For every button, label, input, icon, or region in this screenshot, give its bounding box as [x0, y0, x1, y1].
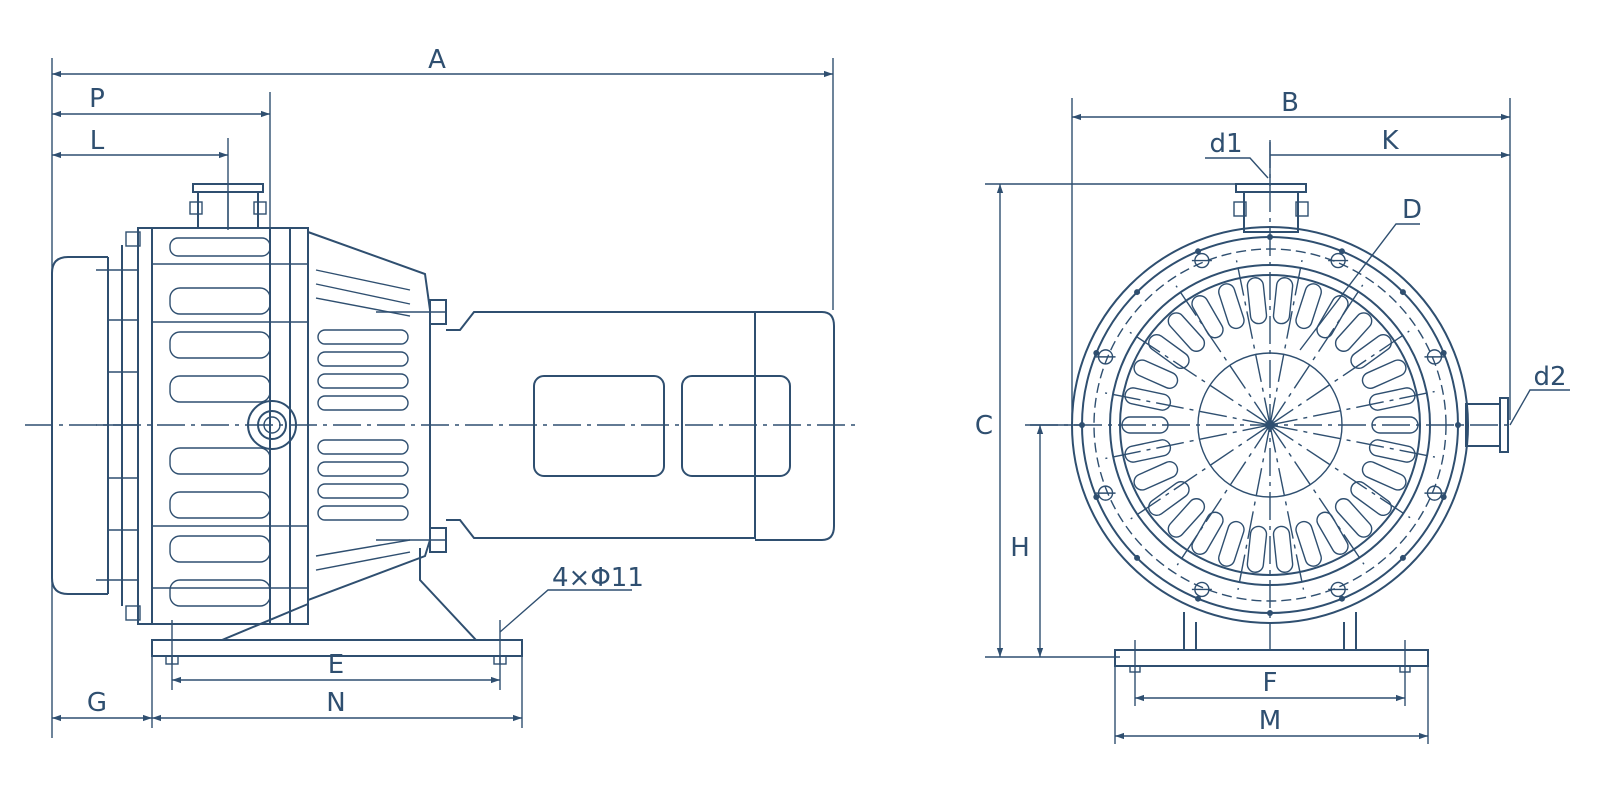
ring-marker — [1267, 610, 1273, 616]
radial-line — [1105, 424, 1271, 460]
scroll-housing — [137, 227, 309, 625]
cooling-fin — [1295, 283, 1322, 330]
radial-line — [1269, 330, 1410, 426]
radial-line — [1269, 424, 1436, 458]
ring-marker — [1399, 289, 1406, 296]
ring-marker — [1195, 248, 1202, 255]
side-extension-lines — [51, 58, 834, 738]
cooling-fin — [1191, 295, 1224, 339]
cooling-fin — [1148, 480, 1190, 516]
ring-marker — [1455, 422, 1461, 428]
dim-B-label: B — [1281, 88, 1299, 118]
ring-marker — [1093, 350, 1100, 357]
ring-marker — [1079, 422, 1085, 428]
inlet-flange-front — [1233, 183, 1309, 233]
ring-marker — [1267, 234, 1273, 240]
cooling-fin — [1334, 312, 1373, 352]
ring-marker — [1440, 350, 1447, 357]
radial-line — [1269, 390, 1435, 426]
cooling-fin — [1350, 334, 1392, 370]
cooling-fin — [1272, 277, 1294, 325]
front-radial-lines — [1104, 259, 1436, 591]
front-bolt-circle — [1079, 234, 1461, 616]
front-dimension-lines — [996, 113, 1570, 740]
cooling-fin — [1246, 277, 1268, 325]
cooling-fin — [1334, 498, 1373, 538]
cooling-fin — [1167, 498, 1206, 538]
dim-K-label: K — [1381, 126, 1399, 156]
ring-marker — [1134, 554, 1141, 561]
cooling-fin — [1218, 520, 1245, 567]
radial-line — [1129, 331, 1271, 426]
ring-marker — [1338, 595, 1345, 602]
dim-L-label: L — [90, 126, 105, 156]
cooling-fin — [1124, 439, 1172, 463]
inlet-flange-side — [189, 183, 267, 229]
cooling-fin — [1350, 480, 1392, 516]
side-dimension-lines — [52, 70, 833, 722]
cooling-fin — [1368, 387, 1416, 411]
cooling-fin — [1316, 511, 1349, 555]
radial-line — [1237, 424, 1271, 591]
front-view: B K d1 D d2 C H F M — [975, 88, 1570, 744]
cooling-fin — [1121, 416, 1169, 434]
radial-line — [1269, 424, 1305, 590]
dim-E-label: E — [328, 650, 344, 680]
side-view: A P L E N G 4×Φ11 — [25, 45, 855, 738]
radial-line — [1269, 424, 1411, 519]
cooling-fin — [1133, 359, 1179, 389]
outlet-flange-front — [1465, 397, 1509, 453]
dim-G-label: G — [87, 688, 107, 718]
radial-line — [1104, 392, 1271, 426]
dim-N-label: N — [326, 688, 345, 718]
dim-C-label: C — [975, 411, 993, 441]
cooling-fin — [1272, 525, 1294, 573]
cooling-fin — [1124, 387, 1172, 411]
dim-D-label: D — [1402, 195, 1422, 225]
cooling-fin — [1368, 439, 1416, 463]
ring-marker — [1134, 289, 1141, 296]
cooling-fin — [1361, 359, 1407, 389]
radial-line — [1269, 259, 1303, 426]
radial-line — [1130, 424, 1271, 520]
dim-d1-label: d1 — [1209, 129, 1242, 159]
cooling-fin — [1361, 461, 1407, 491]
ring-marker — [1338, 248, 1345, 255]
front-cooling-fins — [1121, 277, 1419, 573]
dim-H-label: H — [1010, 533, 1030, 563]
ring-marker — [1093, 493, 1100, 500]
cooling-fin — [1218, 283, 1245, 330]
cooling-shroud — [307, 230, 447, 602]
dim-d2-label: d2 — [1533, 362, 1566, 392]
cooling-fin — [1133, 461, 1179, 491]
dim-holes-label: 4×Φ11 — [552, 563, 644, 593]
cooling-fin — [1246, 525, 1268, 573]
dim-P-label: P — [89, 84, 105, 114]
cooling-fin — [1371, 416, 1419, 434]
ring-marker — [1195, 595, 1202, 602]
motor — [446, 311, 835, 541]
base-plate-front — [1114, 612, 1429, 673]
cooling-fin — [1148, 334, 1190, 370]
ring-marker — [1440, 493, 1447, 500]
rear-cover — [51, 231, 141, 621]
dim-F-label: F — [1263, 668, 1278, 698]
cooling-fin — [1295, 520, 1322, 567]
ring-marker — [1399, 554, 1406, 561]
dim-M-label: M — [1259, 706, 1281, 736]
radial-line — [1176, 424, 1271, 566]
base-plate-side — [151, 548, 523, 665]
cooling-fin — [1167, 312, 1206, 352]
radial-line — [1175, 285, 1271, 426]
dim-A-label: A — [428, 45, 446, 75]
radial-line — [1269, 284, 1364, 426]
radial-line — [1235, 260, 1271, 426]
radial-line — [1269, 424, 1365, 565]
